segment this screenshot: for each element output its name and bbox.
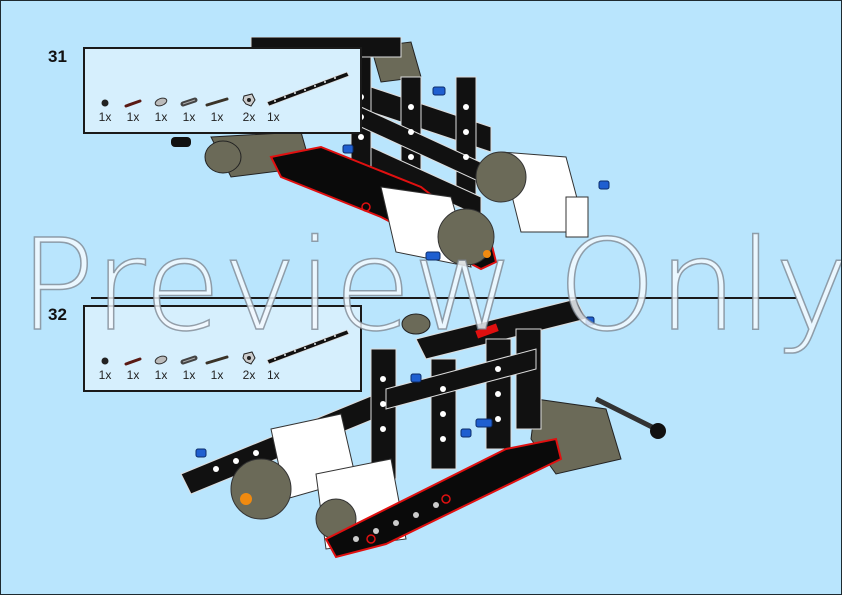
part-item: 1x <box>91 356 119 382</box>
part-item: 2x <box>235 350 263 382</box>
parts-callout-step-32: 1x 1x 1x 1x 1x 2x 1x <box>83 305 362 392</box>
part-item: 1x <box>203 96 231 124</box>
part-item: 1x <box>175 96 203 124</box>
connector-ring-icon <box>154 97 168 107</box>
axle-2-red-icon <box>124 99 142 108</box>
axle-connector-hub-icon <box>242 93 256 107</box>
bush-half-icon <box>101 99 109 107</box>
pin-long-icon <box>180 97 198 107</box>
step-number: 32 <box>48 305 67 324</box>
pin-long-icon <box>180 355 198 365</box>
axle-2-red-icon <box>124 357 142 366</box>
beam-15-icon <box>266 329 350 365</box>
part-item: 1x <box>119 356 147 382</box>
step-divider <box>91 297 796 299</box>
part-item: 1x <box>119 98 147 124</box>
axle-4-icon <box>205 355 229 365</box>
connector-ring-icon <box>154 355 168 365</box>
bush-half-icon <box>101 357 109 365</box>
model-assembly-step-32 <box>180 299 666 559</box>
part-item: 1x <box>263 66 350 124</box>
part-item: 2x <box>235 92 263 124</box>
axle-connector-hub-icon <box>242 351 256 365</box>
axle-4-icon <box>205 97 229 107</box>
step-number: 31 <box>48 47 67 66</box>
part-item: 1x <box>91 98 119 124</box>
beam-15-icon <box>266 71 350 107</box>
part-item: 1x <box>147 96 175 124</box>
part-item: 1x <box>147 354 175 382</box>
part-item: 1x <box>175 354 203 382</box>
part-item: 1x <box>263 324 350 382</box>
parts-callout-step-31: 1x 1x 1x 1x 1x 2x 1x <box>83 47 362 134</box>
part-item: 1x <box>203 354 231 382</box>
